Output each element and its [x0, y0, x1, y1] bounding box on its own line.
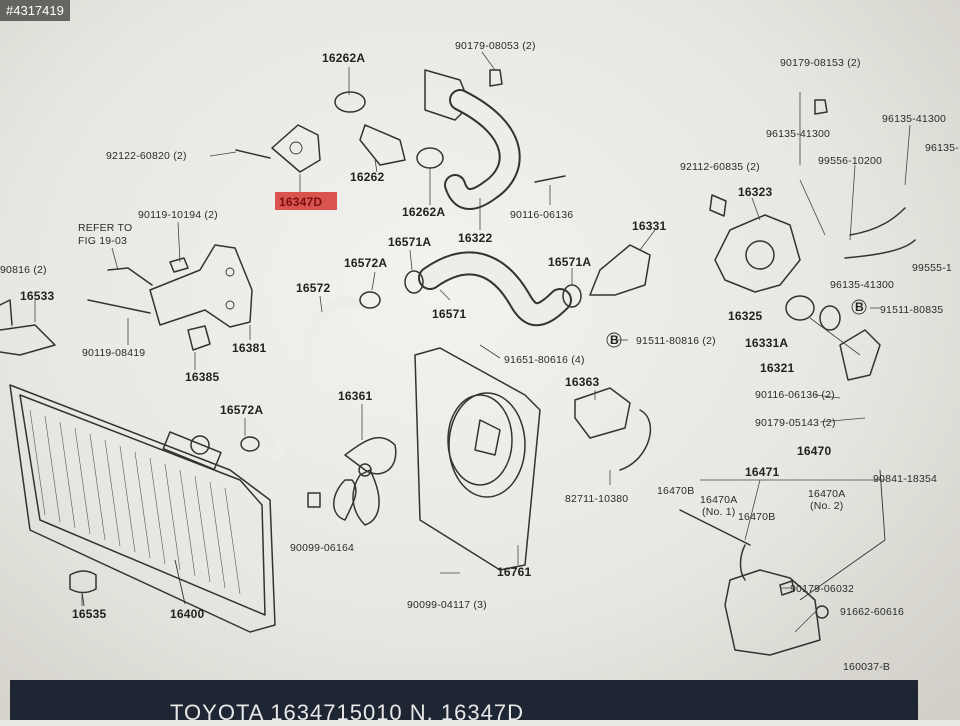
- label-16323: 16323: [738, 185, 772, 199]
- listing-id-badge: #4317419: [0, 0, 70, 21]
- label-16385: 16385: [185, 370, 219, 384]
- label-96135-41300-a: 96135-41300: [766, 128, 830, 140]
- label-16361: 16361: [338, 389, 372, 403]
- thermostat-housing: [589, 99, 916, 381]
- coolant-reservoir: [679, 469, 886, 656]
- label-91511-80835: 91511-80835: [880, 304, 943, 316]
- label-fig-code: 160037-B: [843, 661, 890, 673]
- label-16572A-b: 16572A: [220, 403, 263, 417]
- label-16535: 16535: [72, 607, 106, 621]
- callout-b-right-letter: B: [855, 300, 864, 314]
- label-16363: 16363: [565, 375, 599, 389]
- label-92122-60820: 92122-60820 (2): [106, 150, 187, 162]
- label-16533: 16533: [20, 289, 54, 303]
- label-90816: 90816 (2): [0, 264, 47, 276]
- radiator: [9, 384, 276, 633]
- label-90179-06032: 90179-06032: [790, 583, 854, 595]
- leader-lines: [34, 51, 911, 633]
- label-16470A-no2: 16470A: [808, 488, 845, 500]
- label-90099-04117: 90099-04117 (3): [407, 599, 487, 611]
- label-91662-60616: 91662-60616: [840, 606, 904, 618]
- label-90119-10194: 90119-10194 (2): [138, 209, 218, 221]
- label-16262A-top: 16262A: [322, 51, 365, 65]
- label-99556-10200: 99556-10200: [818, 155, 882, 167]
- label-90116-06136-b: 90116-06136 (2): [755, 389, 835, 401]
- label-no1: (No. 1): [702, 506, 736, 518]
- fan-shroud: [307, 347, 651, 571]
- label-16331A: 16331A: [745, 336, 788, 350]
- label-16321: 16321: [760, 361, 794, 375]
- callout-b-left-letter: B: [610, 333, 619, 347]
- label-96135-41300-d: 96135-41300: [830, 279, 894, 291]
- highlight-box: [275, 192, 337, 210]
- label-92112-60835: 92112-60835 (2): [680, 161, 760, 173]
- label-96135-c: 96135-: [925, 142, 959, 154]
- radiator-hoses: [240, 251, 582, 461]
- label-16761: 16761: [497, 565, 531, 579]
- label-16347D-highlighted: 16347D: [279, 195, 322, 209]
- label-refer-to: REFER TO: [78, 222, 132, 234]
- label-16400: 16400: [170, 607, 204, 621]
- label-90179-08053: 90179-08053 (2): [455, 40, 536, 52]
- label-90179-08153: 90179-08153 (2): [780, 57, 861, 69]
- label-16470B-a: 16470B: [657, 485, 694, 497]
- bottom-caption-bar: [10, 680, 918, 720]
- label-90116-06136: 90116-06136: [510, 209, 573, 221]
- label-16325: 16325: [728, 309, 762, 323]
- fan-shroud-bracket: [0, 244, 253, 356]
- label-16381: 16381: [232, 341, 266, 355]
- label-16470B-b: 16470B: [738, 511, 775, 523]
- label-16571A-a: 16571A: [388, 235, 431, 249]
- label-16571: 16571: [432, 307, 466, 321]
- label-90841-18354: 90841-18354: [873, 473, 937, 485]
- label-90179-05143: 90179-05143 (2): [755, 417, 836, 429]
- label-16262A-mid: 16262A: [402, 205, 445, 219]
- callout-b-left: [606, 332, 622, 348]
- label-82711-10380: 82711-10380: [565, 493, 628, 505]
- part-labels: 16262A 90179-08053 (2) 90179-08153 (2) 9…: [0, 40, 959, 673]
- label-16470: 16470: [797, 444, 831, 458]
- callout-b-right: [851, 299, 867, 315]
- label-16471: 16471: [745, 465, 779, 479]
- label-90099-06164: 90099-06164: [290, 542, 354, 554]
- label-16470A-no1: 16470A: [700, 494, 737, 506]
- label-91651-80616: 91651-80616 (4): [504, 354, 585, 366]
- label-99555-1: 99555-1: [912, 262, 952, 274]
- label-16571A-b: 16571A: [548, 255, 591, 269]
- label-91511-80816: 91511-80816 (2): [636, 335, 716, 347]
- label-96135-41300-b: 96135-41300: [882, 113, 946, 125]
- label-16572A-a: 16572A: [344, 256, 387, 270]
- label-16262: 16262: [350, 170, 384, 184]
- label-90119-08419: 90119-08419: [82, 347, 145, 359]
- label-no2: (No. 2): [810, 500, 844, 512]
- bottom-caption-text: TOYOTA 1634715010 N. 16347D: [170, 700, 524, 725]
- label-16331: 16331: [632, 219, 666, 233]
- water-outlet: [235, 69, 566, 210]
- label-fig-19-03: FIG 19-03: [78, 235, 127, 247]
- label-16322: 16322: [458, 231, 492, 245]
- label-16572: 16572: [296, 281, 330, 295]
